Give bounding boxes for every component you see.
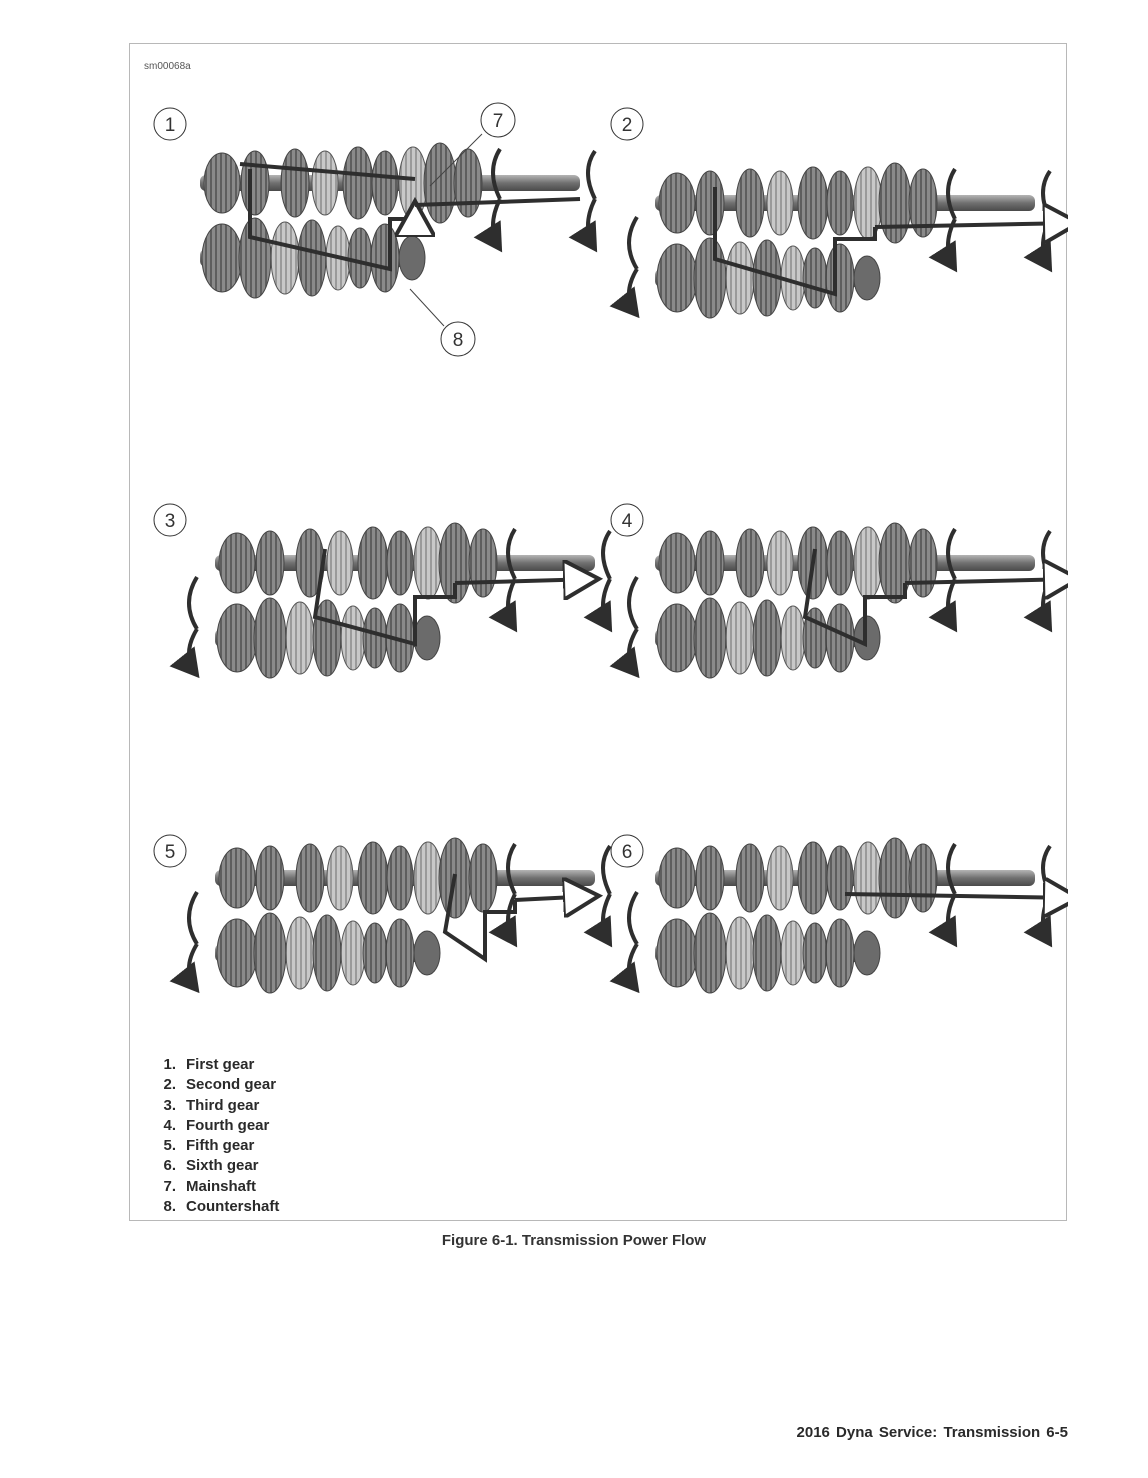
figure-caption: Figure 6-1. Transmission Power Flow [441, 1232, 707, 1249]
svg-text:5: 5 [165, 842, 176, 863]
legend-item: 3.Third gear [163, 1096, 260, 1114]
svg-text:6: 6 [622, 842, 633, 863]
svg-text:4: 4 [622, 511, 633, 532]
transmission-power-flow-illustration: 1 7 8 2 3 [153, 102, 1068, 1044]
panel-6-callout: 6 [610, 834, 644, 868]
panel-1-callout: 1 [153, 107, 187, 141]
panel-5-callout: 5 [153, 834, 187, 868]
svg-text:8: 8 [453, 330, 464, 351]
panel-3-callout: 3 [153, 503, 187, 537]
legend-item: 6.Sixth gear [163, 1157, 259, 1175]
svg-text:2: 2 [622, 115, 633, 136]
legend-item: 1.First gear [163, 1056, 255, 1073]
svg-text:1: 1 [165, 115, 176, 136]
svg-text:7: 7 [493, 111, 504, 132]
legend-item: 2.Second gear [163, 1076, 277, 1094]
countershaft-callout: 8 [409, 288, 476, 357]
mainshaft-callout: 7 [429, 102, 516, 187]
figure-frame: sm00068a [129, 43, 1068, 1221]
legend-item: 7.Mainshaft [163, 1177, 257, 1195]
panel-2-callout: 2 [610, 107, 644, 141]
legend-item: 5.Fifth gear [163, 1137, 255, 1155]
page-footer: 2016 Dyna Service: Transmission 6-5 [796, 1424, 1068, 1441]
figure-legend: 1.First gear 2.Second gear 3.Third gear … [148, 1056, 279, 1218]
figure-id-label: sm00068a [144, 61, 191, 72]
panel-4-callout: 4 [610, 503, 644, 537]
legend-item: 8.Countershaft [163, 1198, 280, 1216]
svg-text:3: 3 [165, 511, 176, 532]
legend-item: 4.Fourth gear [163, 1116, 270, 1134]
